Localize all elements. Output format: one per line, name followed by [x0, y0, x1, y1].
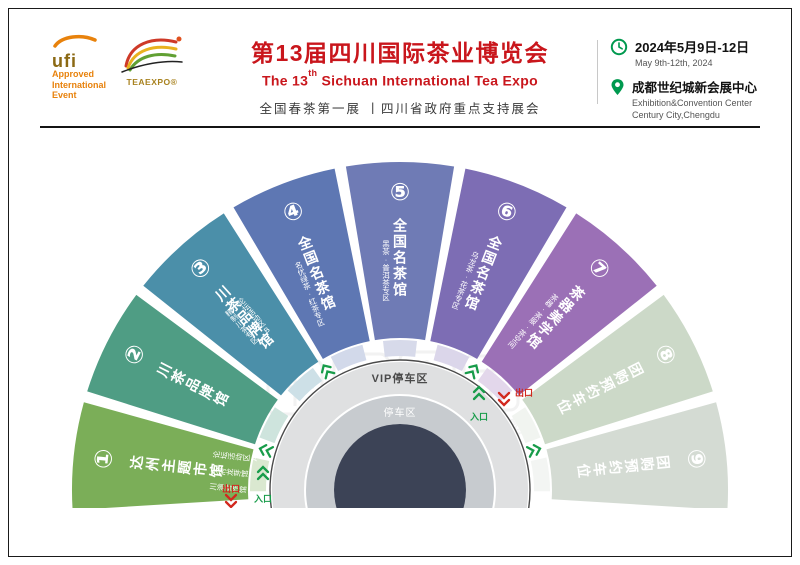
venue-row: 成都世纪城新会展中心 Exhibition&Convention Center … [610, 77, 782, 121]
vip-parking-ring [272, 362, 528, 565]
hall-wedge-6 [430, 168, 567, 359]
header-divider [597, 40, 598, 104]
entry-arrow-icon [525, 444, 542, 458]
hall-number-9: ⑨ [681, 447, 710, 470]
date-cn: 2024年5月9日-12日 [635, 40, 750, 55]
hall-number-5: ⑤ [390, 179, 410, 206]
exit-arrow-icon [497, 391, 511, 407]
info-block: 2024年5月9日-12日 May 9th-12th, 2024 成都世纪城新会… [610, 37, 782, 129]
entry-label: 入口 [469, 412, 488, 422]
hall-wedge-1 [71, 402, 254, 510]
ufi-logo: ufi Approved International Event [52, 34, 114, 101]
vip-parking-label: VIP停车区 [372, 371, 429, 385]
bottom-mask [0, 508, 800, 565]
subtitle: 全国春茶第一展 丨四川省政府重点支持展会 [259, 101, 541, 116]
hall-wedge-4 [233, 168, 370, 359]
hall-number-1: ① [90, 447, 119, 470]
teaexpo-leaf-icon [121, 36, 183, 73]
location-pin-icon [610, 78, 625, 102]
hall-wedge-9 [546, 402, 729, 510]
hall-entry-stub-2 [259, 407, 289, 444]
venue-en-2: Century City,Chengdu [632, 110, 720, 120]
hall-entry-stub-8 [511, 407, 541, 444]
ufi-word: ufi [52, 51, 77, 71]
hall-wedge-3 [143, 213, 319, 396]
header-rule [40, 126, 760, 128]
ufi-swoosh-icon [53, 34, 97, 48]
floorplan: 一站式会展服务商 ①达州主题市馆川渝合作馆天府龙芽馆论坛活动区A②川茶品牌馆③川… [0, 162, 800, 565]
entry-arrow-icon [258, 444, 275, 458]
hall-wedge-5 [345, 162, 455, 341]
hall-entry-stub-6 [433, 344, 470, 372]
entry-arrow-icon [256, 465, 270, 481]
venue-cn: 成都世纪城新会展中心 [632, 80, 758, 95]
date-en: May 9th-12th, 2024 [635, 58, 713, 68]
hall-entry-stub-4 [330, 344, 367, 372]
hall-sub-1-2: 天府龙芽馆 [210, 466, 250, 479]
hall-entry-stub-3 [287, 367, 323, 402]
hall-entry-stub-9 [530, 457, 551, 492]
ufi-line-approved: Approved [52, 69, 95, 79]
hall-entry-stub-7 [477, 367, 513, 402]
entry-arrow-icon [320, 364, 336, 380]
clock-icon [610, 38, 628, 61]
teaexpo-logo: TEAEXPO® [116, 32, 188, 87]
hall-entry-stub-5 [383, 340, 417, 357]
title-cn: 第13届四川国际茶业博览会 [250, 40, 550, 66]
hall-wedge-7 [481, 213, 657, 396]
venue-en-1: Exhibition&Convention Center [632, 97, 753, 108]
entry-label: 入口 [253, 494, 272, 504]
teaexpo-word: TEAEXPO® [126, 77, 178, 87]
entry-arrow-icon [464, 364, 480, 380]
exit-label: 出口 [222, 483, 240, 494]
hall-name-5: 全国名茶馆 [392, 217, 408, 298]
hall-wedge-2 [87, 294, 278, 445]
parking-label: 停车区 [384, 406, 417, 419]
hall-sub-5-1: 黑茶·普洱茶专区 [381, 240, 390, 302]
title-block: 第13届四川国际茶业博览会 The 13th Sichuan Internati… [208, 34, 592, 117]
date-row: 2024年5月9日-12日 May 9th-12th, 2024 [610, 37, 782, 69]
entry-arrow-icon [472, 385, 486, 401]
exit-label: 出口 [515, 387, 533, 398]
parking-ring [306, 396, 494, 565]
title-en: The 13th Sichuan International Tea Expo [262, 68, 538, 89]
exit-arrow-icon [224, 493, 238, 509]
ufi-line-event: Event [52, 90, 77, 100]
hall-sub-1-1: 川渝合作馆 [209, 482, 248, 495]
hall-entry-stub-1 [249, 457, 270, 492]
hall-wedge-8 [522, 294, 713, 445]
ufi-line-international: International [52, 79, 107, 90]
